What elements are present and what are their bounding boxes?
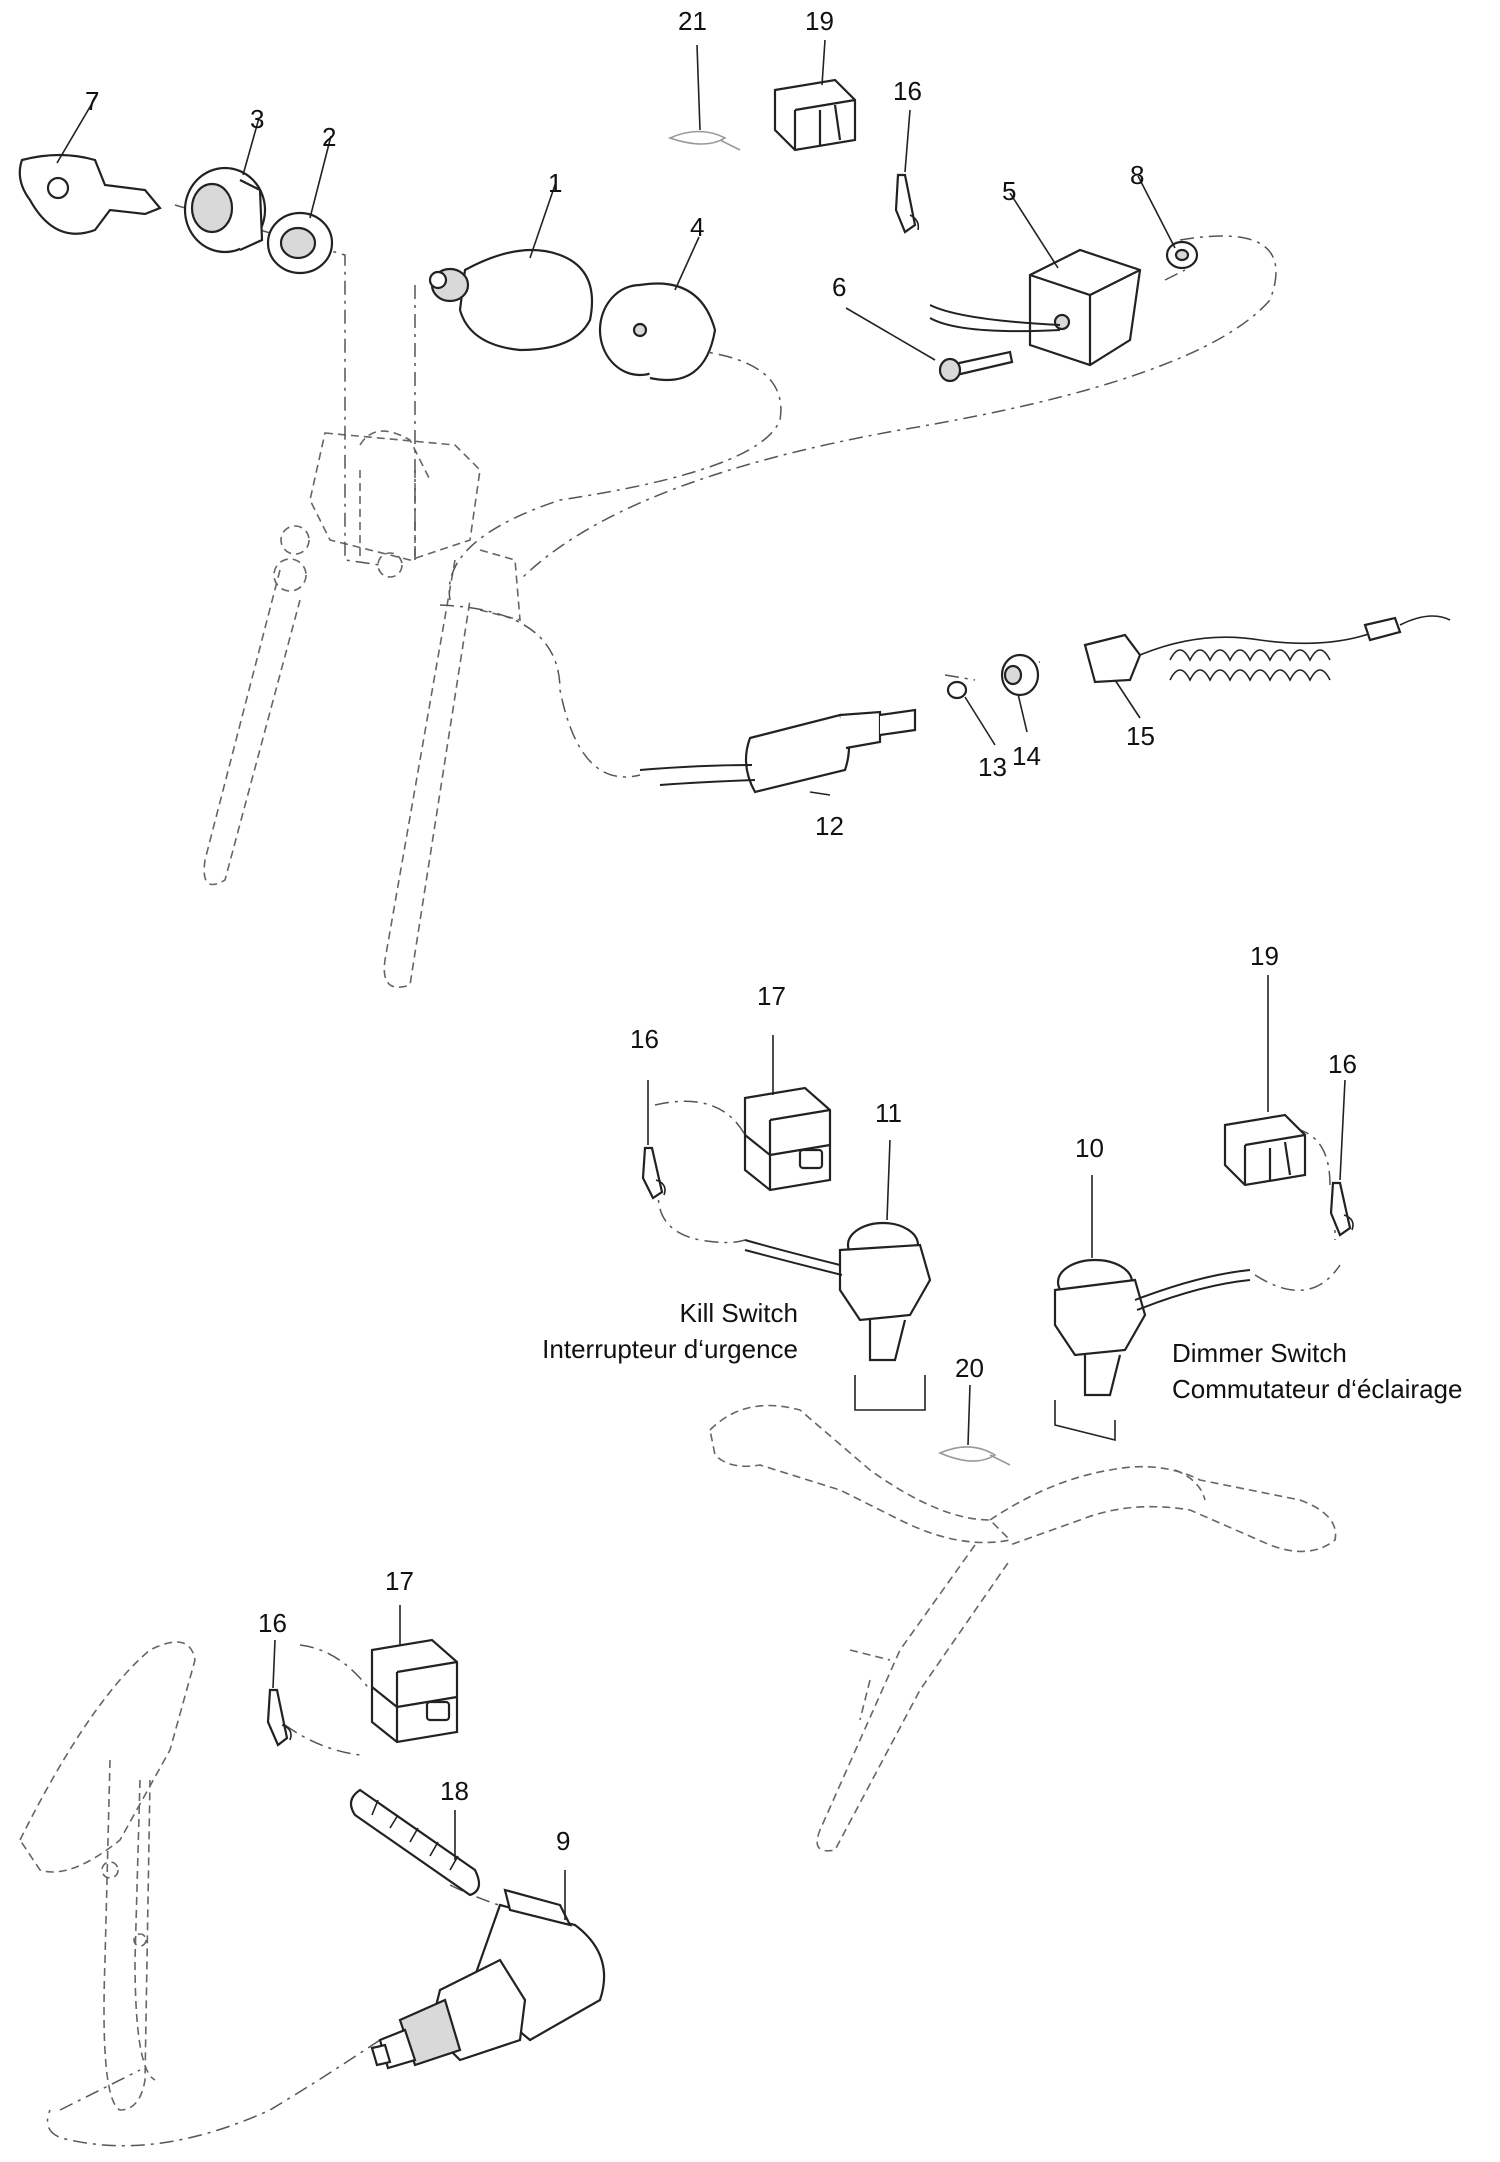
leader-lines-top (56, 39, 1176, 796)
callout-13: 13 (978, 752, 1007, 782)
callout-7: 7 (85, 86, 99, 116)
captions: Kill Switch Interrupteur d‘urgence Dimme… (542, 1298, 1462, 1404)
callout-2: 2 (322, 122, 336, 152)
part-6-screw (938, 350, 1014, 383)
callout-16-mid-right: 16 (1328, 1049, 1357, 1079)
part-16-terminal-mid-left (641, 1146, 666, 1200)
part-11-kill-switch (744, 1221, 932, 1411)
callout-5: 5 (1002, 176, 1016, 206)
callout-4: 4 (690, 212, 704, 242)
leader-lines-bottom (272, 1605, 566, 1920)
callout-3: 3 (250, 104, 264, 134)
kill-switch-caption-en: Kill Switch (680, 1298, 798, 1328)
callout-numbers: 7 3 2 1 4 21 19 16 5 8 6 12 13 14 15 16 … (85, 6, 1357, 1856)
part-16-terminal-top (894, 173, 920, 234)
part-3-lock-cylinder (183, 166, 267, 254)
part-16-terminal-bottom (266, 1688, 292, 1747)
callout-19-top: 19 (805, 6, 834, 36)
callout-16-mid-left: 16 (630, 1024, 659, 1054)
part-1-ignition-switch (428, 248, 594, 352)
part-8-nut (1165, 240, 1199, 270)
part-14-nut (1000, 653, 1040, 697)
callout-12: 12 (815, 811, 844, 841)
dimmer-switch-caption-fr: Commutateur d‘éclairage (1172, 1374, 1462, 1404)
phantom-steering-frame (203, 430, 521, 988)
leader-lines-middle (647, 975, 1346, 1446)
callout-1: 1 (548, 168, 562, 198)
part-15-tether-cord (1083, 615, 1451, 684)
callout-16-top: 16 (893, 76, 922, 106)
callout-20: 20 (955, 1353, 984, 1383)
callout-19-mid: 19 (1250, 941, 1279, 971)
callout-17-mid: 17 (757, 981, 786, 1011)
part-10-dimmer-switch (1053, 1258, 1251, 1442)
part-12-tether-switch (639, 708, 917, 794)
part-20-tie-wrap (937, 1446, 1011, 1466)
wiring-bottom (46, 1644, 516, 2147)
kill-switch-caption-fr: Interrupteur d‘urgence (542, 1334, 798, 1364)
dimmer-switch-caption-en: Dimmer Switch (1172, 1338, 1347, 1368)
callout-18: 18 (440, 1776, 469, 1806)
callout-9: 9 (556, 1826, 570, 1856)
callout-15: 15 (1126, 721, 1155, 751)
callout-17-bottom: 17 (385, 1566, 414, 1596)
part-19-connector-mid-right (1223, 1113, 1307, 1187)
part-17-connector-mid (743, 1086, 832, 1192)
callout-14: 14 (1012, 741, 1041, 771)
callout-10: 10 (1075, 1133, 1104, 1163)
part-21-tie-wrap (667, 130, 741, 151)
part-18-sleeve (349, 1788, 481, 1897)
phantom-brake-lever (19, 1641, 196, 2111)
part-16-terminal-mid-right (1329, 1181, 1354, 1237)
callout-8: 8 (1130, 160, 1144, 190)
callout-21: 21 (678, 6, 707, 36)
callout-6: 6 (832, 272, 846, 302)
callout-16-bottom: 16 (258, 1608, 287, 1638)
part-4-connector-cap (598, 282, 717, 382)
part-13-grommet (946, 680, 968, 700)
phantom-handlebar (709, 1404, 1337, 1852)
part-2-nut (266, 211, 334, 275)
part-19-connector-top (773, 78, 857, 152)
part-9-brake-switch (370, 1888, 606, 2070)
part-5-voltage-regulator (929, 248, 1142, 367)
part-7-key (18, 153, 162, 235)
callout-11: 11 (875, 1098, 902, 1128)
part-17-connector-bottom (370, 1638, 459, 1744)
